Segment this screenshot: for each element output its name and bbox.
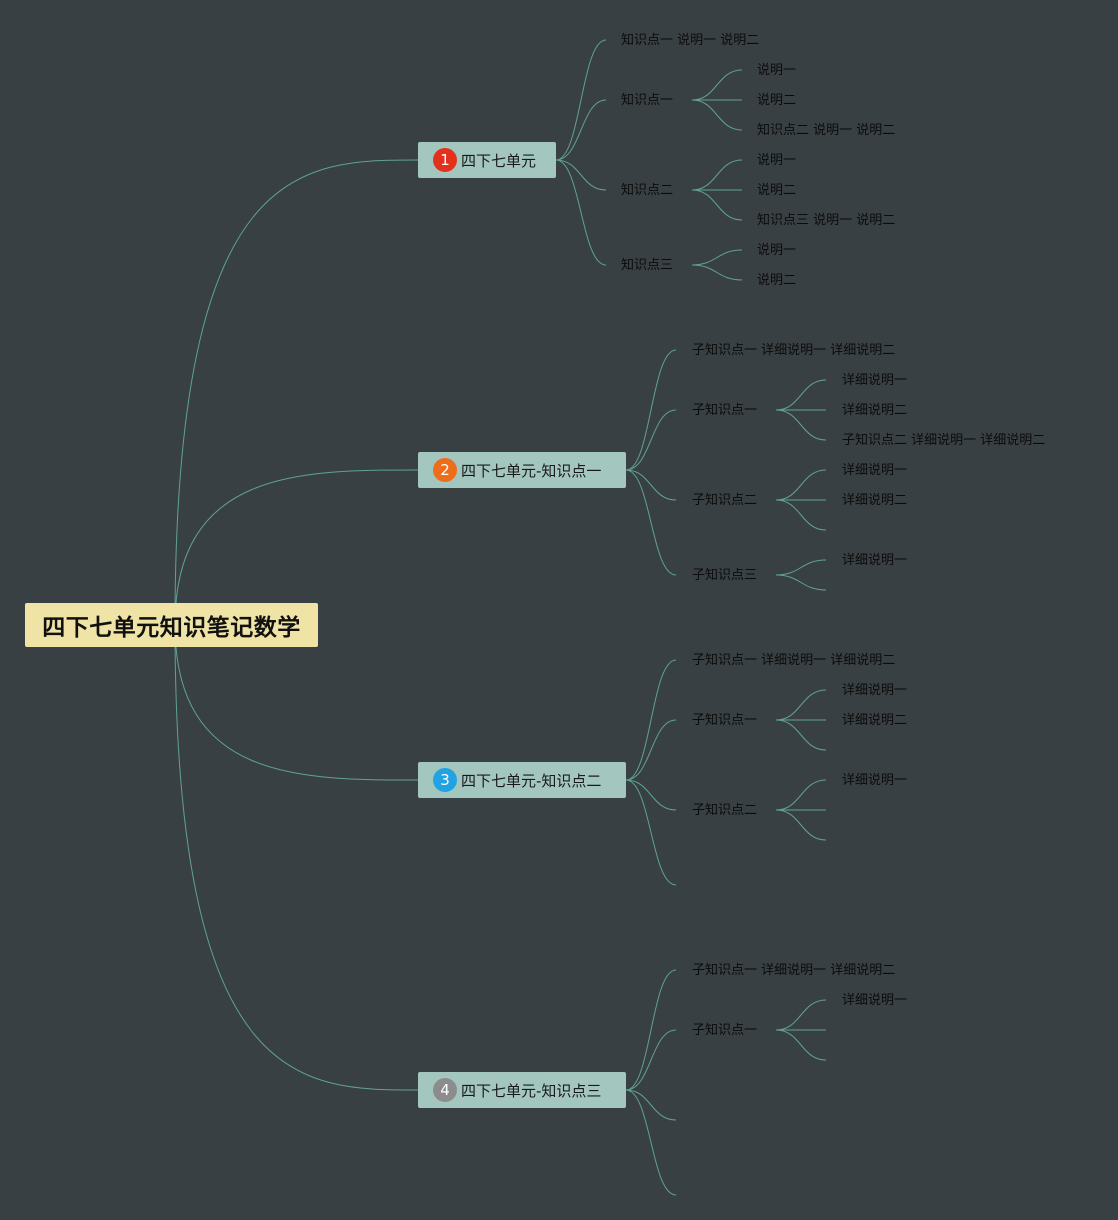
detail-1-4-2[interactable]: 说明二	[757, 273, 797, 288]
detail-2-3-2[interactable]: 详细说明二	[842, 493, 908, 508]
detail-2-4-1[interactable]: 详细说明一	[842, 553, 908, 568]
subtopic-3-1[interactable]: 子知识点一 详细说明一 详细说明二	[692, 653, 896, 668]
detail-1-3-3[interactable]: 知识点三 说明一 说明二	[757, 213, 896, 228]
b2-connector-3	[625, 469, 677, 576]
detail-1-3-1[interactable]: 说明一	[757, 153, 797, 168]
subtopic-1-3[interactable]: 知识点二	[621, 183, 674, 198]
b4-connector-0	[625, 969, 677, 1091]
b2-n2-connector-0	[775, 379, 827, 411]
b2-n4-connector-1	[775, 574, 827, 591]
b2-n4-connector-0	[775, 559, 827, 576]
b1-n2-connector-0	[691, 69, 743, 101]
b4-connector-3	[625, 1089, 677, 1196]
subtopic-2-3[interactable]: 子知识点二	[692, 493, 758, 508]
detail-1-2-1[interactable]: 说明一	[757, 63, 797, 78]
b2-connector-1	[625, 409, 677, 471]
b1-n4-connector-1	[691, 264, 743, 281]
detail-2-2-2[interactable]: 详细说明二	[842, 403, 908, 418]
badge-number-2-icon: 2	[433, 458, 457, 482]
b3-connector-1	[625, 719, 677, 781]
subtopic-2-4[interactable]: 子知识点三	[692, 568, 758, 583]
branch-topic-1-label: 四下七单元	[461, 151, 537, 170]
b4-n2-connector-2	[775, 1029, 827, 1061]
b1-connector-0	[555, 39, 607, 161]
b2-connector-2	[625, 469, 677, 501]
subtopic-4-1[interactable]: 子知识点一 详细说明一 详细说明二	[692, 963, 896, 978]
branch-topic-3[interactable]: 3 四下七单元-知识点二	[418, 762, 626, 798]
b2-connector-0	[625, 349, 677, 471]
b1-n4-connector-0	[691, 249, 743, 266]
branch-topic-2-label: 四下七单元-知识点一	[461, 461, 602, 480]
root-connector-4	[174, 624, 419, 1091]
root-connector-1	[174, 159, 419, 626]
subtopic-4-2[interactable]: 子知识点一	[692, 1023, 758, 1038]
subtopic-1-1[interactable]: 知识点一 说明一 说明二	[621, 33, 760, 48]
b3-n2-connector-0	[775, 689, 827, 721]
b3-connector-3	[625, 779, 677, 886]
b3-connector-2	[625, 779, 677, 811]
b1-n2-connector-2	[691, 99, 743, 131]
detail-1-2-2[interactable]: 说明二	[757, 93, 797, 108]
b3-n2-connector-2	[775, 719, 827, 751]
detail-1-3-2[interactable]: 说明二	[757, 183, 797, 198]
subtopic-3-2[interactable]: 子知识点一	[692, 713, 758, 728]
detail-1-2-3[interactable]: 知识点二 说明一 说明二	[757, 123, 896, 138]
detail-2-3-1[interactable]: 详细说明一	[842, 463, 908, 478]
subtopic-1-4[interactable]: 知识点三	[621, 258, 674, 273]
detail-1-4-1[interactable]: 说明一	[757, 243, 797, 258]
subtopic-3-3[interactable]: 子知识点二	[692, 803, 758, 818]
b1-n3-connector-0	[691, 159, 743, 191]
detail-3-2-2[interactable]: 详细说明二	[842, 713, 908, 728]
badge-number-1-icon: 1	[433, 148, 457, 172]
branch-topic-4-label: 四下七单元-知识点三	[461, 1081, 602, 1100]
subtopic-1-2[interactable]: 知识点一	[621, 93, 674, 108]
badge-number-4-icon: 4	[433, 1078, 457, 1102]
root-connector-2	[174, 469, 419, 626]
b1-connector-3	[555, 159, 607, 266]
b1-connector-2	[555, 159, 607, 191]
b1-n3-connector-2	[691, 189, 743, 221]
detail-2-2-3[interactable]: 子知识点二 详细说明一 详细说明二	[842, 433, 1046, 448]
detail-2-2-1[interactable]: 详细说明一	[842, 373, 908, 388]
root-connector-3	[174, 624, 419, 781]
b4-n2-connector-0	[775, 999, 827, 1031]
b1-connector-1	[555, 99, 607, 161]
b2-n2-connector-2	[775, 409, 827, 441]
detail-4-2-1[interactable]: 详细说明一	[842, 993, 908, 1008]
badge-number-3-icon: 3	[433, 768, 457, 792]
b2-n3-connector-2	[775, 499, 827, 531]
branch-topic-2[interactable]: 2 四下七单元-知识点一	[418, 452, 626, 488]
b3-n3-connector-2	[775, 809, 827, 841]
branch-topic-1[interactable]: 1 四下七单元	[418, 142, 556, 178]
b2-n3-connector-0	[775, 469, 827, 501]
subtopic-2-2[interactable]: 子知识点一	[692, 403, 758, 418]
branch-topic-4[interactable]: 4 四下七单元-知识点三	[418, 1072, 626, 1108]
b4-connector-1	[625, 1029, 677, 1091]
subtopic-2-1[interactable]: 子知识点一 详细说明一 详细说明二	[692, 343, 896, 358]
detail-3-3-1[interactable]: 详细说明一	[842, 773, 908, 788]
b3-connector-0	[625, 659, 677, 781]
branch-topic-3-label: 四下七单元-知识点二	[461, 771, 602, 790]
root-topic[interactable]: 四下七单元知识笔记数学	[25, 603, 318, 647]
detail-3-2-1[interactable]: 详细说明一	[842, 683, 908, 698]
b3-n3-connector-0	[775, 779, 827, 811]
b4-connector-2	[625, 1089, 677, 1121]
